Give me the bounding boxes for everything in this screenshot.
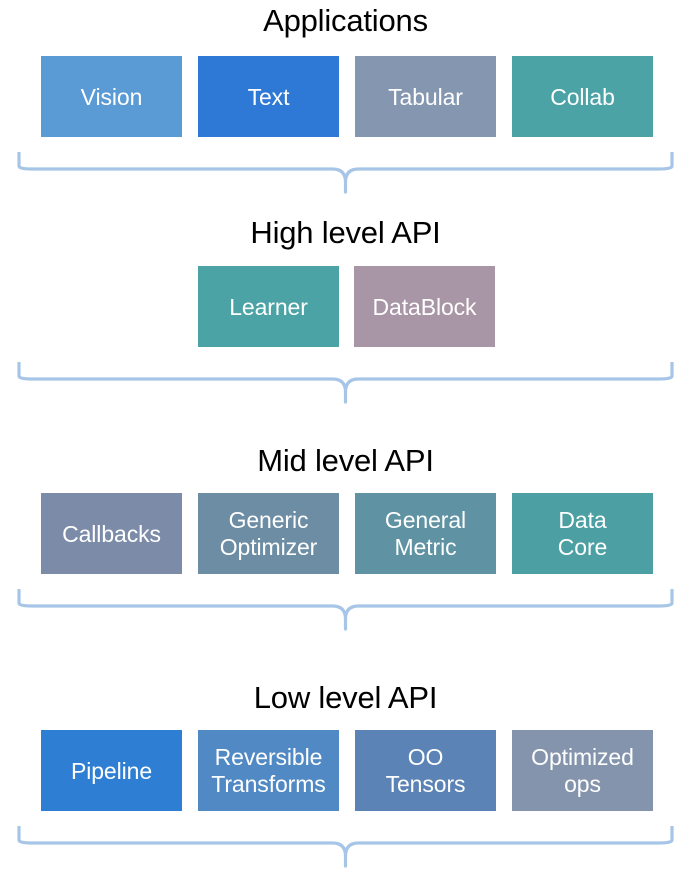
node-label-learner: Learner <box>229 293 308 320</box>
node-label-data-core: Data Core <box>557 506 608 560</box>
brace-low-level-api <box>0 826 691 879</box>
node-box-general-metric[interactable]: General Metric <box>355 493 496 574</box>
node-box-optimized-ops[interactable]: Optimized ops <box>512 730 653 811</box>
section-title-mid-level-api: Mid level API <box>257 443 434 478</box>
node-box-generic-optimizer[interactable]: Generic Optimizer <box>198 493 339 574</box>
node-box-learner[interactable]: Learner <box>198 266 339 347</box>
node-label-datablock: DataBlock <box>372 293 477 320</box>
box-row-low-level-api: Pipeline Reversible Transforms OO Tensors O… <box>41 730 653 811</box>
section-title-low-level-api: Low level API <box>253 680 438 715</box>
node-box-text[interactable]: Text <box>198 56 339 137</box>
node-label-reversible-transforms: Reversible Transforms <box>211 743 326 797</box>
node-box-tabular[interactable]: Tabular <box>355 56 496 137</box>
brace-high-level-api <box>0 362 691 418</box>
section-title-high-level-api: High level API <box>250 215 441 250</box>
box-row-applications: Vision Text Tabular Collab <box>41 56 653 137</box>
node-box-pipeline[interactable]: Pipeline <box>41 730 182 811</box>
node-box-datablock[interactable]: DataBlock <box>354 266 495 347</box>
node-box-collab[interactable]: Collab <box>512 56 653 137</box>
node-label-general-metric: General Metric <box>384 506 467 560</box>
node-box-reversible-transforms[interactable]: Reversible Transforms <box>198 730 339 811</box>
node-box-oo-tensors[interactable]: OO Tensors <box>355 730 496 811</box>
node-label-oo-tensors: OO Tensors <box>385 743 466 797</box>
node-label-pipeline: Pipeline <box>70 757 153 784</box>
node-label-callbacks: Callbacks <box>62 520 161 547</box>
node-label-tabular: Tabular <box>388 83 463 110</box>
node-label-text: Text <box>247 83 290 110</box>
box-row-mid-level-api: Callbacks Generic Optimizer General Metric… <box>41 493 653 574</box>
node-label-generic-optimizer: Generic Optimizer <box>219 506 318 560</box>
node-box-vision[interactable]: Vision <box>41 56 182 137</box>
section-title-applications: Applications <box>263 3 428 38</box>
node-label-vision: Vision <box>80 83 143 110</box>
node-box-data-core[interactable]: Data Core <box>512 493 653 574</box>
node-box-callbacks[interactable]: Callbacks <box>41 493 182 574</box>
brace-applications <box>0 152 691 208</box>
brace-mid-level-api <box>0 589 691 645</box>
node-label-collab: Collab <box>550 83 615 110</box>
box-row-high-level-api: Learner DataBlock <box>198 266 495 347</box>
node-label-optimized-ops: Optimized ops <box>531 743 634 797</box>
